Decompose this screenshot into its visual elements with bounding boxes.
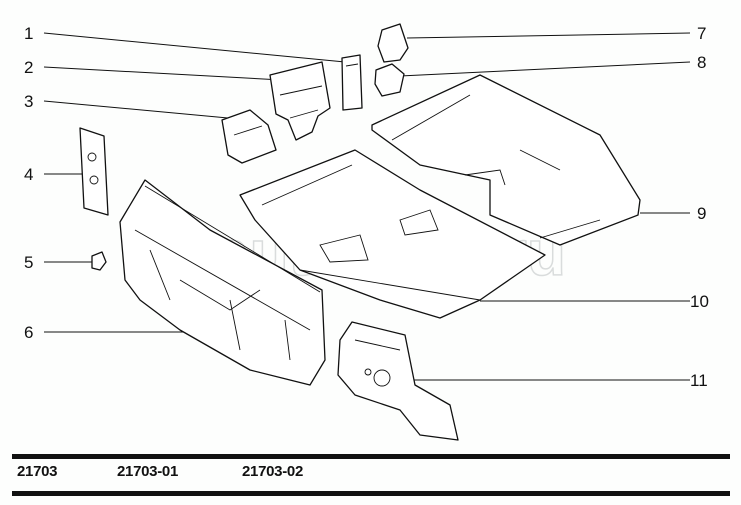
callout-labels: 1 2 3 4 5 6 7 8 9 10 11 — [24, 24, 709, 390]
model-codes: 21703 21703-01 21703-02 — [0, 463, 741, 489]
model-code: 21703-02 — [242, 463, 303, 480]
callout-1: 1 — [24, 24, 33, 43]
callout-10: 10 — [690, 292, 709, 311]
part-5-clip[interactable] — [91, 251, 107, 271]
callout-11: 11 — [690, 371, 708, 390]
callout-2: 2 — [24, 58, 33, 77]
part-2-insulation-pad[interactable] — [269, 61, 331, 141]
part-9-rear-floor-carpet[interactable] — [371, 74, 641, 246]
part-1-insulation-pad[interactable] — [341, 54, 363, 111]
part-3-insulation-pad[interactable] — [221, 109, 277, 164]
footer-top-rule — [12, 454, 730, 459]
part-10-front-floor-carpet[interactable] — [239, 149, 546, 319]
callout-4: 4 — [24, 165, 33, 184]
model-code: 21703-01 — [117, 463, 178, 480]
leader-lines — [43, 32, 691, 381]
part-7-insulation-pad[interactable] — [377, 23, 409, 63]
callout-3: 3 — [24, 92, 33, 111]
part-4-insulation-pad[interactable] — [79, 127, 109, 216]
callout-6: 6 — [24, 323, 33, 342]
part-8-insulation-pad[interactable] — [374, 63, 405, 97]
callout-9: 9 — [697, 204, 706, 223]
callout-5: 5 — [24, 253, 33, 272]
model-code: 21703 — [17, 463, 58, 480]
callout-8: 8 — [697, 53, 706, 72]
callout-7: 7 — [697, 24, 706, 43]
part-11-side-panel-insulation[interactable] — [337, 321, 459, 441]
footer-bottom-rule — [12, 491, 730, 496]
part-6-dash-panel-insulation[interactable] — [119, 179, 326, 386]
parts-diagram: ⓐautopiter.ru — [24, 23, 709, 441]
